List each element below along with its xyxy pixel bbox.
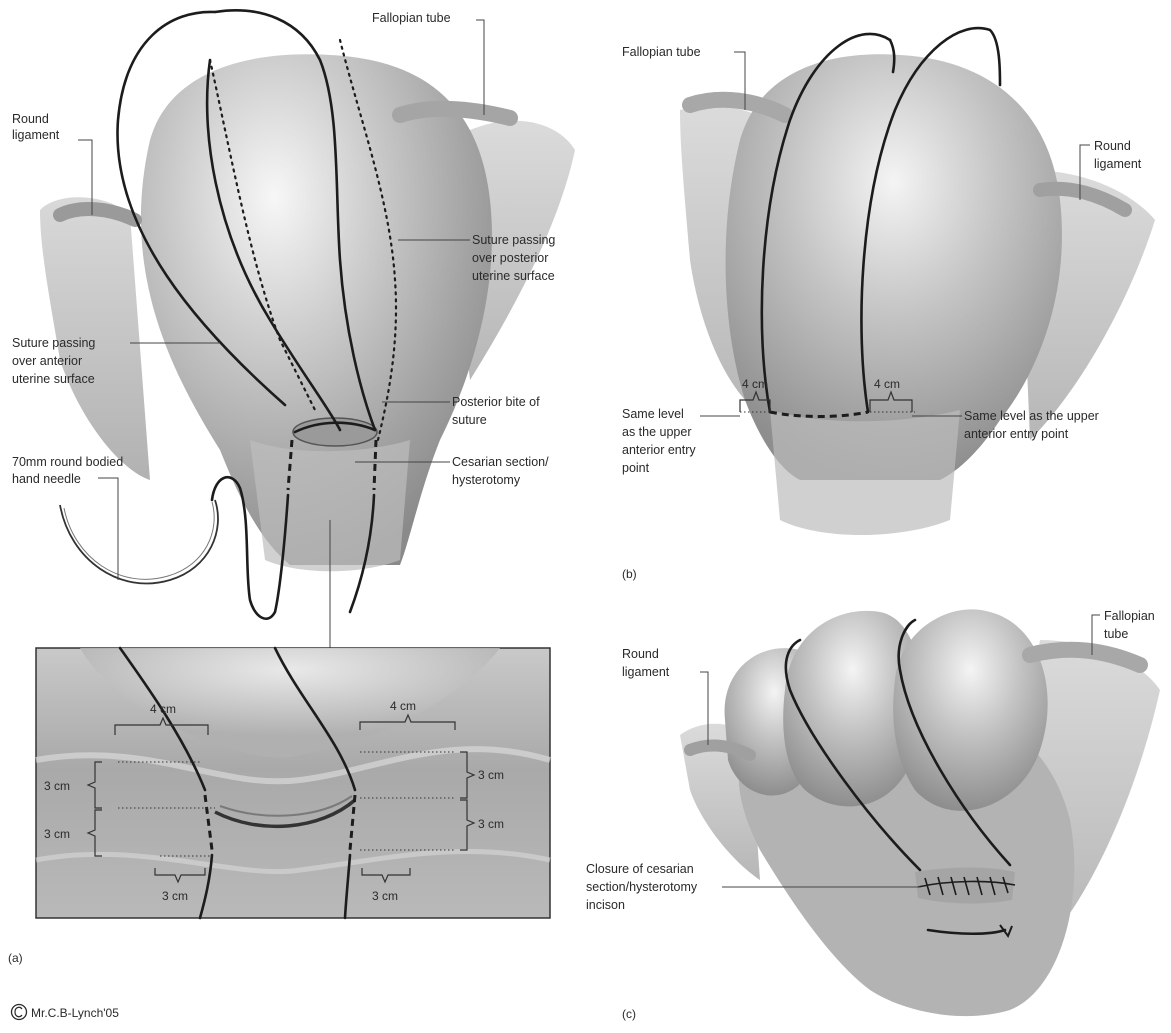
- label-b-right-meas: 4 cm: [874, 377, 900, 391]
- label-posterior-bite-l2: suture: [452, 413, 487, 427]
- inset-bottom-left: 3 cm: [162, 889, 188, 903]
- label-same-level-left-l2: as the upper: [622, 425, 692, 439]
- label-fallopian-c-l2: tube: [1104, 627, 1128, 641]
- label-same-level-right-l1: Same level as the upper: [964, 409, 1099, 423]
- label-round-ligament-a-l2: ligament: [12, 128, 60, 142]
- leader-fallopian-a: [476, 20, 484, 115]
- inset-top-left: 4 cm: [150, 702, 176, 716]
- label-closure-l2: section/hysterotomy: [586, 880, 698, 894]
- label-suture-anterior-l2: over anterior: [12, 354, 82, 368]
- label-round-ligament-b-l1: Round: [1094, 139, 1131, 153]
- needle-inner: [64, 502, 214, 579]
- panel-label-b: (b): [622, 567, 637, 581]
- label-needle-l1: 70mm round bodied: [12, 455, 123, 469]
- copyright-text: Mr.C.B-Lynch'05: [31, 1006, 119, 1020]
- label-round-ligament-b-l2: ligament: [1094, 157, 1142, 171]
- inset-detail: 4 cm 4 cm 3 cm 3 cm 3 cm 3 cm 3 cm 3 cm: [36, 648, 550, 918]
- inset-right-upper: 3 cm: [478, 768, 504, 782]
- inset-left-upper: 3 cm: [44, 779, 70, 793]
- label-suture-posterior-l2: over posterior: [472, 251, 548, 265]
- label-b-left-meas: 4 cm: [742, 377, 768, 391]
- inset-top-right: 4 cm: [390, 699, 416, 713]
- label-suture-anterior-l3: uterine surface: [12, 372, 95, 386]
- copyright: Mr.C.B-Lynch'05: [12, 1005, 120, 1021]
- label-fallopian-tube-a: Fallopian tube: [372, 11, 451, 25]
- inset-bottom-right: 3 cm: [372, 889, 398, 903]
- label-same-level-left-l1: Same level: [622, 407, 684, 421]
- label-posterior-bite-l1: Posterior bite of: [452, 395, 540, 409]
- needle-icon: [60, 500, 218, 583]
- label-round-ligament-c-l2: ligament: [622, 665, 670, 679]
- inset-right-lower: 3 cm: [478, 817, 504, 831]
- label-needle-l2: hand needle: [12, 472, 81, 486]
- panel-label-c: (c): [622, 1007, 636, 1021]
- label-round-ligament-a-l1: Round: [12, 112, 49, 126]
- label-round-ligament-c-l1: Round: [622, 647, 659, 661]
- label-suture-posterior-l3: uterine surface: [472, 269, 555, 283]
- label-cesarean-l1: Cesarian section/: [452, 455, 549, 469]
- label-closure-l3: incison: [586, 898, 625, 912]
- panel-a: Fallopian tube Round ligament Suture pas…: [8, 10, 575, 965]
- label-closure-l1: Closure of cesarian: [586, 862, 694, 876]
- label-same-level-left-l4: point: [622, 461, 650, 475]
- label-cesarean-l2: hysterotomy: [452, 473, 521, 487]
- label-fallopian-c-l1: Fallopian: [1104, 609, 1155, 623]
- panel-b: Fallopian tube Round ligament 4 cm 4 cm …: [622, 28, 1155, 581]
- inset-left-lower: 3 cm: [44, 827, 70, 841]
- label-same-level-left-l3: anterior entry: [622, 443, 696, 457]
- label-suture-posterior-l1: Suture passing: [472, 233, 555, 247]
- lower-segment-b: [770, 410, 960, 535]
- label-suture-anterior-l1: Suture passing: [12, 336, 95, 350]
- label-same-level-right-l2: anterior entry point: [964, 427, 1069, 441]
- panel-c: Fallopian tube Round ligament Closure of…: [586, 609, 1160, 1021]
- leader-needle-a: [98, 478, 118, 580]
- panel-label-a: (a): [8, 951, 23, 965]
- label-fallopian-tube-b: Fallopian tube: [622, 45, 701, 59]
- fallopian-tube-a: [400, 109, 510, 118]
